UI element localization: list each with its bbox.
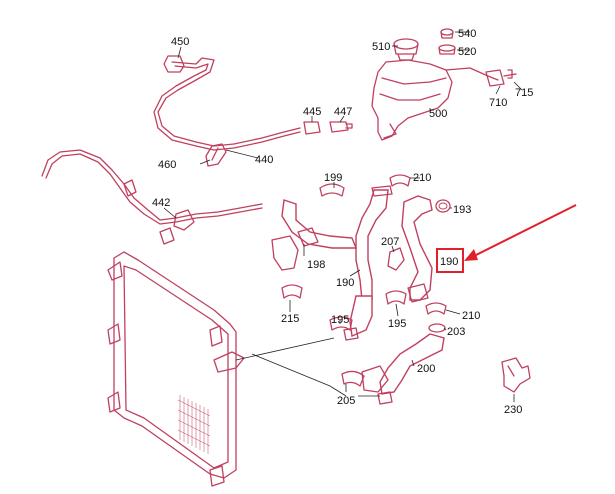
highlight-arrow bbox=[469, 204, 577, 259]
callout-labels: 450 510 540 520 710 715 500 445 447 440 … bbox=[152, 28, 533, 416]
callout-540: 540 bbox=[458, 28, 476, 40]
callout-190-left: 190 bbox=[336, 277, 354, 289]
callout-715: 715 bbox=[515, 87, 533, 99]
callout-198: 198 bbox=[307, 259, 325, 271]
callout-440: 440 bbox=[255, 154, 273, 166]
callout-450: 450 bbox=[171, 36, 189, 48]
callout-447: 447 bbox=[334, 106, 352, 118]
callout-200: 200 bbox=[417, 363, 435, 375]
callout-195-left: 195 bbox=[331, 314, 349, 326]
callout-195-right: 195 bbox=[388, 318, 406, 330]
highlight-arrowhead bbox=[464, 249, 478, 261]
callout-190-highlighted: 190 bbox=[440, 256, 458, 268]
lower-vent-hose-assembly bbox=[41, 149, 263, 245]
upper-vent-hose-assembly bbox=[153, 55, 353, 167]
callout-210-top: 210 bbox=[413, 172, 431, 184]
callout-205: 205 bbox=[337, 395, 355, 407]
lower-coolant-hose bbox=[341, 333, 445, 405]
highlight-annotation bbox=[436, 204, 577, 273]
callout-500: 500 bbox=[429, 108, 447, 120]
callout-203: 203 bbox=[447, 326, 465, 338]
callout-510: 510 bbox=[372, 41, 390, 53]
radiator-core-grille bbox=[177, 395, 211, 454]
bracket-230 bbox=[501, 357, 531, 393]
callout-445: 445 bbox=[303, 106, 321, 118]
callout-230: 230 bbox=[504, 404, 522, 416]
callout-520: 520 bbox=[458, 46, 476, 58]
callout-193: 193 bbox=[453, 204, 471, 216]
callout-207: 207 bbox=[381, 236, 399, 248]
callout-210-right: 210 bbox=[462, 310, 480, 322]
radiator bbox=[107, 251, 245, 487]
leader-lines bbox=[163, 31, 523, 402]
callout-199: 199 bbox=[324, 172, 342, 184]
callout-460: 460 bbox=[158, 159, 176, 171]
callout-442: 442 bbox=[152, 197, 170, 209]
highlight-box bbox=[436, 248, 464, 273]
center-coolant-hoses bbox=[271, 174, 451, 341]
callout-710: 710 bbox=[489, 97, 507, 109]
expansion-tank bbox=[371, 28, 517, 141]
callout-215: 215 bbox=[281, 313, 299, 325]
